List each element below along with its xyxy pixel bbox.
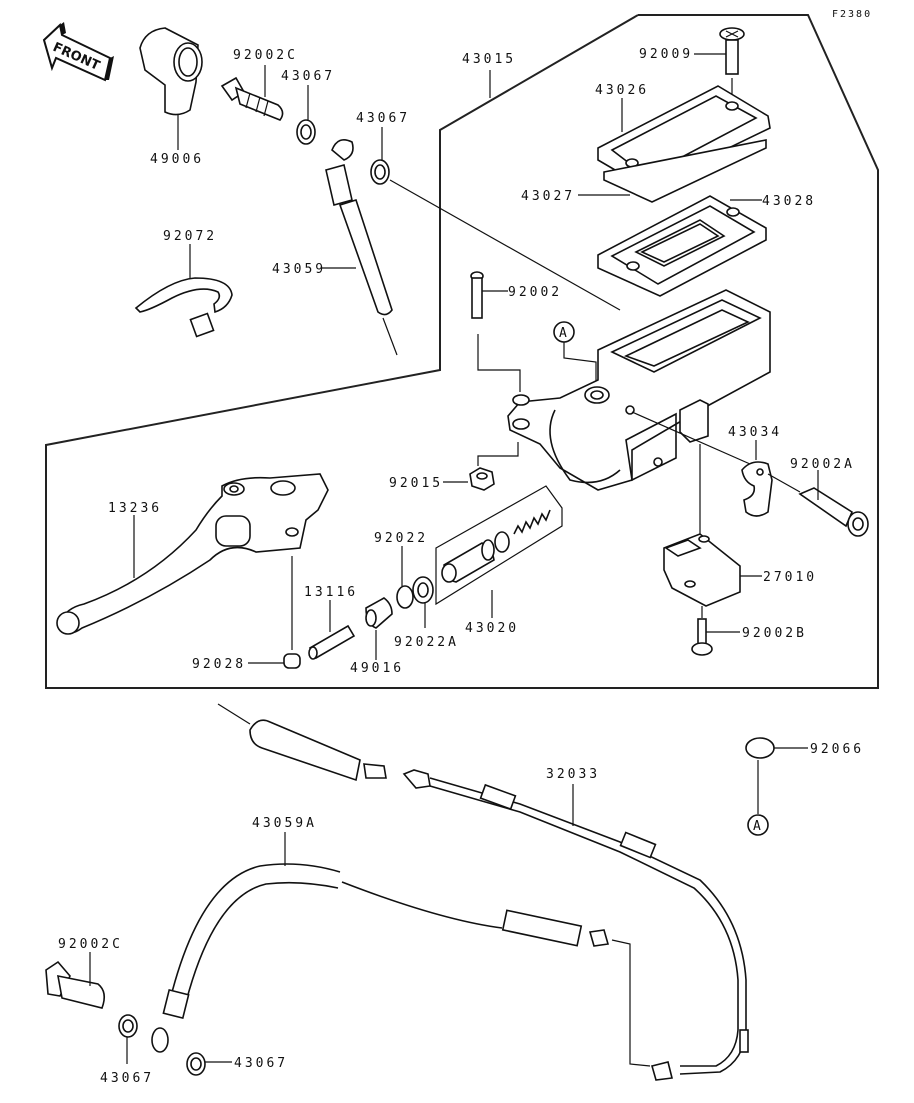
part-92002a-bolt xyxy=(798,470,869,537)
label-43034: 43034 xyxy=(728,425,782,440)
label-43059: 43059 xyxy=(272,262,326,277)
label-27010: 27010 xyxy=(763,570,817,585)
label-92002a: 92002A xyxy=(790,457,855,472)
part-43067-washer-a xyxy=(296,85,316,145)
label-92022a: 92022A xyxy=(394,635,459,650)
part-49006-boot xyxy=(139,27,203,150)
part-43059a-hose xyxy=(151,832,651,1067)
label-92002: 92002 xyxy=(508,285,562,300)
part-13236-lever xyxy=(56,473,329,650)
part-43020-piston-kit xyxy=(435,485,563,618)
part-92015-nut xyxy=(443,442,519,491)
part-92066-cap xyxy=(745,737,808,814)
svg-text:A: A xyxy=(753,819,764,834)
part-92002c-bottom-bolt xyxy=(45,952,106,1009)
part-49016-boot xyxy=(365,597,393,660)
label-92028: 92028 xyxy=(192,657,246,672)
label-43067-b: 43067 xyxy=(356,111,410,126)
label-92002c-top: 92002C xyxy=(233,48,298,63)
svg-text:A: A xyxy=(559,326,570,341)
label-49016: 49016 xyxy=(350,661,404,676)
part-43027-plate xyxy=(578,139,767,203)
label-32033: 32033 xyxy=(546,767,600,782)
part-43067-washer-b xyxy=(370,127,621,311)
reference-marker-a-upper: A xyxy=(553,321,597,392)
label-92066: 92066 xyxy=(810,742,864,757)
part-92028-cap xyxy=(248,653,301,669)
label-43067-a: 43067 xyxy=(281,69,335,84)
part-92009-screw xyxy=(694,27,745,102)
label-43020: 43020 xyxy=(465,621,519,636)
part-master-cylinder-body xyxy=(507,289,771,535)
figure-id: F2380 xyxy=(832,9,872,20)
label-13236: 13236 xyxy=(108,501,162,516)
part-43026-cap xyxy=(597,85,771,189)
label-43067-d: 43067 xyxy=(234,1056,288,1071)
part-43059-hose xyxy=(322,139,398,356)
part-43028-diaphragm xyxy=(597,195,767,297)
part-92002b-screw xyxy=(691,606,740,656)
label-43059a: 43059A xyxy=(252,816,317,831)
label-92009: 92009 xyxy=(639,47,693,62)
label-49006: 49006 xyxy=(150,152,204,167)
part-43067-washer-d xyxy=(186,1052,232,1076)
part-32033-brake-line xyxy=(402,769,749,1081)
part-hose-upper-fitting xyxy=(217,703,387,782)
part-43034-holder xyxy=(741,440,801,517)
label-92022: 92022 xyxy=(374,531,428,546)
label-43028: 43028 xyxy=(762,194,816,209)
part-13116-pushrod xyxy=(308,600,356,660)
part-92022-circlip xyxy=(396,546,414,609)
reference-marker-a-lower: A xyxy=(747,814,769,836)
front-arrow-icon: FRONT xyxy=(42,22,114,82)
part-92072-clamp xyxy=(134,244,233,338)
part-92022a-washer xyxy=(412,576,434,628)
part-27010-switch xyxy=(663,533,762,607)
assembly-43015-outline xyxy=(45,14,879,689)
label-43027: 43027 xyxy=(521,189,575,204)
label-92002c-bottom: 92002C xyxy=(58,937,123,952)
label-13116: 13116 xyxy=(304,585,358,600)
part-43067-washer-c xyxy=(118,1014,138,1064)
label-92002b: 92002B xyxy=(742,626,807,641)
label-43067-c: 43067 xyxy=(100,1071,154,1086)
part-92002c-banjo-bolt xyxy=(220,65,284,121)
part-92002-pivot-bolt xyxy=(470,271,521,392)
label-92072: 92072 xyxy=(163,229,217,244)
label-43026: 43026 xyxy=(595,83,649,98)
label-92015: 92015 xyxy=(389,476,443,491)
label-43015: 43015 xyxy=(462,52,516,67)
